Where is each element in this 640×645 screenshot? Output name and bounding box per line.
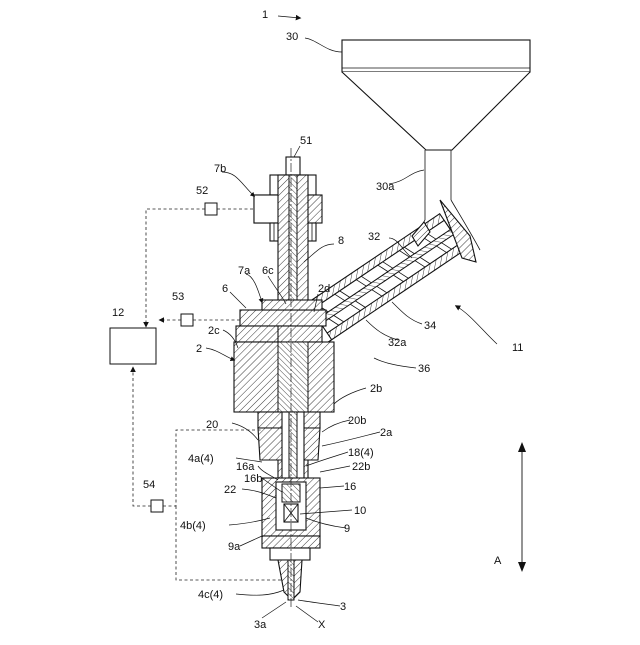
label-part-4a: 4a(4) — [188, 453, 214, 465]
label-part-20b: 20b — [348, 415, 366, 427]
label-rod: 8 — [338, 235, 344, 247]
controller-box — [110, 328, 156, 364]
label-part-3a: 3a — [254, 619, 267, 631]
label-sensor-52: 52 — [196, 185, 208, 197]
label-part-22: 22 — [224, 484, 236, 496]
label-part-2c: 2c — [208, 325, 220, 337]
label-part-2d: 2d — [318, 283, 330, 295]
label-screw-housing: 32 — [368, 231, 380, 243]
label-part-20: 20 — [206, 419, 218, 431]
label-part-36: 36 — [418, 363, 430, 375]
sensor-54-box — [151, 500, 163, 512]
label-part-18: 18(4) — [348, 447, 374, 459]
label-hopper: 30 — [286, 31, 298, 43]
label-nozzle-3: 3 — [340, 601, 346, 613]
label-part-6c: 6c — [262, 265, 274, 277]
sensor-53-box — [181, 314, 193, 326]
label-part-16b: 16b — [244, 473, 262, 485]
label-part-9: 9 — [344, 523, 350, 535]
label-housing-32a: 32a — [388, 337, 407, 349]
label-sensor-53: 53 — [172, 291, 184, 303]
label-device: 1 — [262, 9, 268, 21]
direction-arrow — [518, 442, 526, 572]
label-screw-34: 34 — [424, 320, 436, 332]
label-plate-6: 6 — [222, 283, 228, 295]
label-part-2b: 2b — [370, 383, 382, 395]
label-piston: 7b — [214, 163, 226, 175]
label-part-16: 16 — [344, 481, 356, 493]
label-unit-11: 11 — [512, 342, 523, 354]
label-block-7a: 7a — [238, 265, 251, 277]
label-controller: 12 — [112, 307, 124, 319]
label-axis-x: X — [318, 619, 326, 631]
sensor-52-box — [205, 203, 217, 215]
plate-6 — [236, 300, 326, 342]
label-part-9a: 9a — [228, 541, 241, 553]
label-sensor-54: 54 — [143, 479, 155, 491]
label-direction-a: A — [494, 555, 502, 567]
label-part-2a: 2a — [380, 427, 393, 439]
label-hopper-outlet: 30a — [376, 181, 395, 193]
label-part-4c: 4c(4) — [198, 589, 223, 601]
label-body-2: 2 — [196, 343, 202, 355]
label-part-16a: 16a — [236, 461, 255, 473]
label-part-22b: 22b — [352, 461, 370, 473]
label-part-10: 10 — [354, 505, 366, 517]
label-part-4b: 4b(4) — [180, 520, 206, 532]
label-sensor-top: 51 — [300, 135, 312, 147]
